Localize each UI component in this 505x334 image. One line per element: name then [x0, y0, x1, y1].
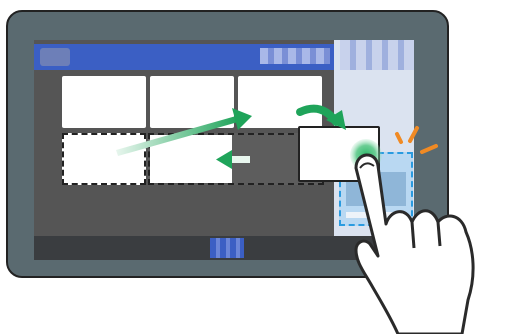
header-button[interactable]	[40, 48, 70, 66]
header-blurred-controls	[260, 48, 330, 64]
side-panel-header	[340, 40, 414, 70]
tile-3[interactable]	[238, 76, 322, 128]
tile-1[interactable]	[62, 76, 146, 128]
empty-slot-2-fill	[150, 135, 232, 183]
drop-target-label-bar	[346, 212, 406, 218]
empty-slot-1[interactable]	[62, 133, 146, 185]
tile-2[interactable]	[150, 76, 234, 128]
dragged-tile[interactable]	[298, 126, 380, 182]
footer-indicator[interactable]	[210, 238, 244, 258]
